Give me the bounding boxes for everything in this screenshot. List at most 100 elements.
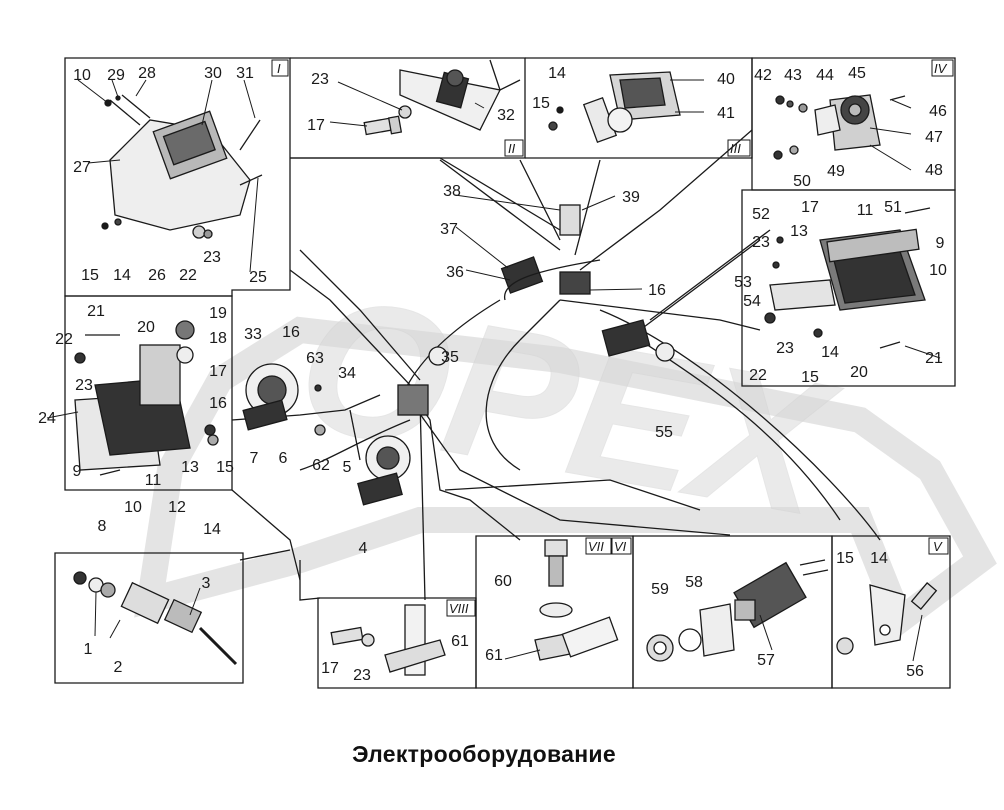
watermark: OPEX: [134, 255, 997, 641]
callout-15-V: 15: [836, 550, 854, 567]
callout-13-right: 13: [790, 223, 808, 240]
callout-41: 41: [717, 105, 735, 122]
callout-50: 50: [793, 173, 811, 190]
callout-55: 55: [655, 424, 673, 441]
parts-box-right: [741, 189, 956, 387]
callout-51: 51: [884, 199, 902, 216]
callout-11-left: 11: [145, 472, 162, 489]
callout-20-right: 20: [850, 364, 868, 381]
callout-numbers: 10 29 28 30 31 27 15 14 26 22 23 25 23 1…: [38, 65, 947, 684]
panel-labels: I II III IV V VI VII VIII: [271, 59, 954, 617]
callout-20-left: 20: [137, 319, 155, 336]
callout-16-mid: 16: [282, 324, 300, 341]
callout-52: 52: [752, 206, 770, 223]
center-connectors: [500, 204, 675, 362]
callout-29: 29: [107, 67, 125, 84]
callout-27: 27: [73, 159, 91, 176]
callout-2: 2: [114, 659, 123, 676]
callout-19: 19: [209, 305, 227, 322]
callout-35: 35: [441, 349, 459, 366]
callout-14-I: 14: [113, 267, 131, 284]
callout-17-II: 17: [307, 117, 325, 134]
callout-23-I: 23: [203, 249, 221, 266]
panel-label-II: II: [508, 141, 516, 156]
callout-24: 24: [38, 410, 56, 427]
callout-23-II: 23: [311, 71, 329, 88]
callout-39: 39: [622, 189, 640, 206]
callout-17-VIII: 17: [321, 660, 339, 677]
callout-59: 59: [651, 581, 669, 598]
callout-1: 1: [84, 641, 93, 658]
callout-14-V: 14: [870, 550, 888, 567]
panel-VI-parts: [646, 559, 829, 662]
callout-10-left: 10: [124, 499, 142, 516]
leader-lines: [46, 79, 941, 662]
callout-17-left: 17: [209, 363, 227, 380]
callout-26: 26: [148, 267, 166, 284]
panel-II-parts: [363, 59, 521, 136]
panel-label-III: III: [730, 141, 741, 156]
callout-23-VIII: 23: [353, 667, 371, 684]
callout-46: 46: [929, 103, 947, 120]
callout-22-right: 22: [749, 367, 767, 384]
callout-15-right: 15: [801, 369, 819, 386]
panel-VI-frame: [632, 535, 833, 689]
callout-56: 56: [906, 663, 924, 680]
callout-62: 62: [312, 457, 330, 474]
callout-43: 43: [784, 67, 802, 84]
gauge-assemblies: [242, 346, 448, 506]
sensor-box: [54, 552, 244, 684]
callout-9-right: 9: [936, 235, 945, 252]
panel-VII-parts: [534, 539, 619, 661]
callout-54: 54: [743, 293, 761, 310]
callout-21-left: 21: [87, 303, 105, 320]
callout-16-center: 16: [648, 282, 666, 299]
diagram-title: Электрооборудование: [352, 741, 616, 767]
callout-23-right: 23: [776, 340, 794, 357]
callout-31: 31: [236, 65, 254, 82]
panel-V-frame: [831, 535, 951, 689]
callout-61-VII: 61: [485, 647, 503, 664]
callout-10-right: 10: [929, 262, 947, 279]
callout-9-left: 9: [73, 463, 82, 480]
callout-36: 36: [446, 264, 464, 281]
callout-58: 58: [685, 574, 703, 591]
callout-8: 8: [98, 518, 107, 535]
callout-21-right: 21: [925, 350, 943, 367]
callout-11-right: 11: [857, 202, 874, 219]
callout-16-left: 16: [209, 395, 227, 412]
callout-33: 33: [244, 326, 262, 343]
panel-VIII-parts: [330, 604, 446, 676]
sensor-parts: [73, 571, 238, 666]
callout-6: 6: [279, 450, 288, 467]
callout-14-left: 14: [203, 521, 221, 538]
callout-44: 44: [816, 67, 834, 84]
callout-61-VIII: 61: [451, 633, 469, 650]
callout-42: 42: [754, 67, 772, 84]
callout-15-left: 15: [216, 459, 234, 476]
callout-38: 38: [443, 183, 461, 200]
panel-label-IV: IV: [934, 61, 948, 76]
panel-label-V: V: [933, 539, 943, 554]
callout-34: 34: [338, 365, 356, 382]
callout-7: 7: [250, 450, 259, 467]
panel-label-VIII: VIII: [449, 601, 469, 616]
callout-10-I: 10: [73, 67, 91, 84]
callout-60: 60: [494, 573, 512, 590]
callout-22-I: 22: [179, 267, 197, 284]
callout-4: 4: [359, 540, 368, 557]
callout-15-I: 15: [81, 267, 99, 284]
panel-V-parts: [836, 582, 938, 655]
panel-III-switch: [548, 71, 681, 144]
right-box-relay-unit: [764, 207, 931, 349]
callout-13-left: 13: [181, 459, 199, 476]
panel-I-relay-assembly: [101, 94, 263, 239]
callout-14-III: 14: [548, 65, 566, 82]
callout-22-left: 22: [55, 331, 73, 348]
callout-63: 63: [306, 350, 324, 367]
callout-12: 12: [168, 499, 186, 516]
callout-25: 25: [249, 269, 267, 286]
callout-18: 18: [209, 330, 227, 347]
